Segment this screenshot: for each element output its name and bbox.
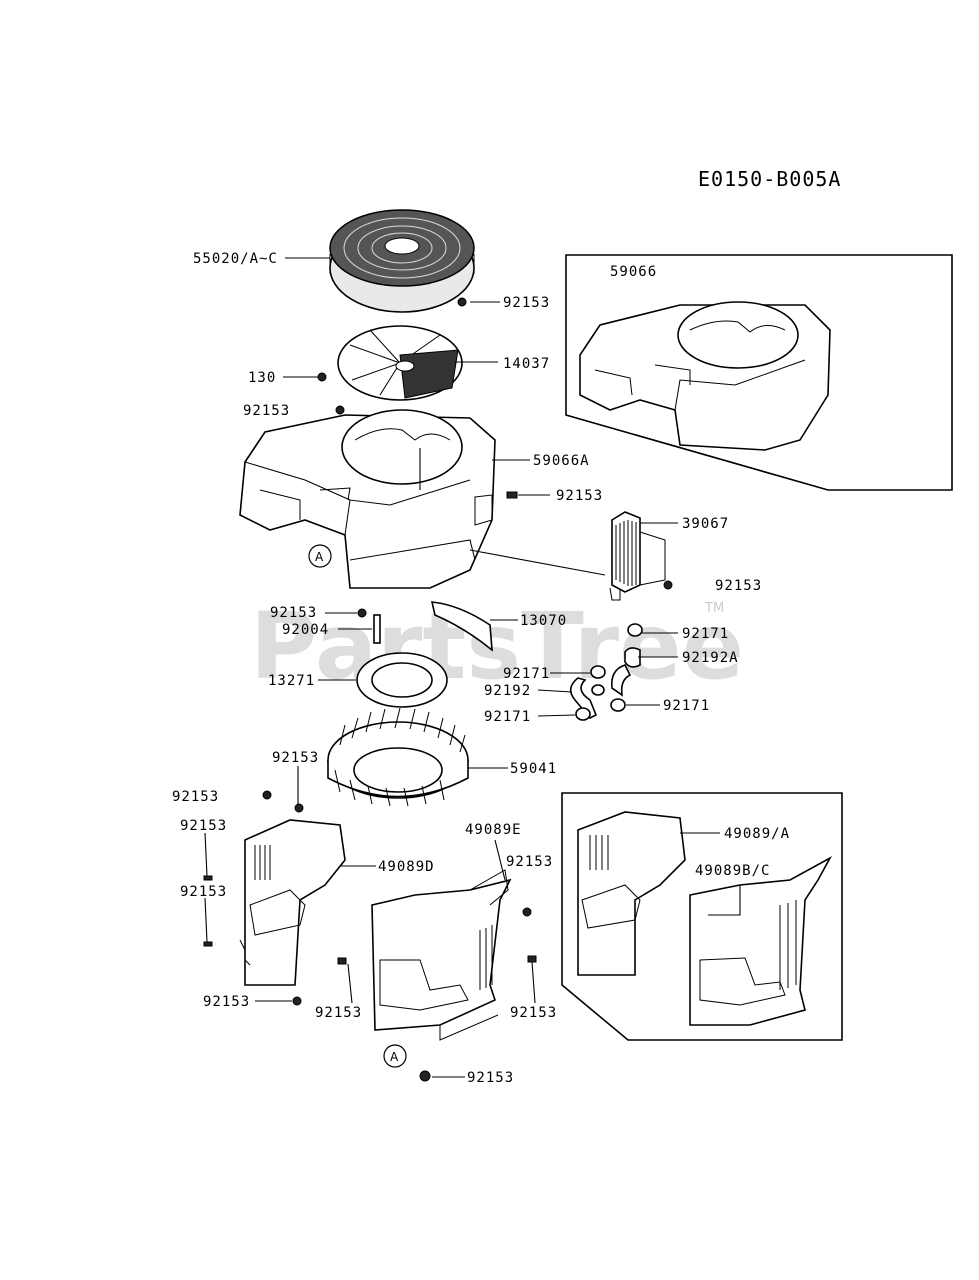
plate-13271 bbox=[356, 652, 448, 708]
ref-a-upper: A bbox=[308, 544, 332, 568]
label-92153-n: 92153 bbox=[467, 1070, 514, 1086]
label-92004: 92004 bbox=[282, 622, 329, 638]
label-92153-l: 92153 bbox=[315, 1005, 362, 1021]
label-92153-k: 92153 bbox=[203, 994, 250, 1010]
leader-lines bbox=[204, 257, 741, 1078]
label-92153-j: 92153 bbox=[180, 884, 227, 900]
label-39067: 39067 bbox=[682, 516, 729, 532]
label-92171-a: 92171 bbox=[682, 626, 729, 642]
rotating-screen-55020 bbox=[329, 209, 475, 313]
diagram-code: E0150-B005A bbox=[698, 167, 841, 191]
label-49089D: 49089D bbox=[378, 859, 435, 875]
label-92192A: 92192A bbox=[682, 650, 739, 666]
oil-cooler-39067 bbox=[609, 511, 666, 668]
label-13271: 13271 bbox=[268, 673, 315, 689]
svg-text:A: A bbox=[315, 550, 324, 564]
inset-59066 bbox=[565, 254, 953, 491]
ref-a-lower: A bbox=[383, 1044, 407, 1068]
label-13070: 13070 bbox=[520, 613, 567, 629]
label-14037: 14037 bbox=[503, 356, 550, 372]
label-49089E: 49089E bbox=[465, 822, 522, 838]
watermark-text: PartsTree bbox=[250, 593, 744, 700]
shroud-49089E bbox=[371, 869, 512, 1041]
watermark-tm: TM bbox=[704, 601, 724, 616]
screen-plate-14037 bbox=[337, 325, 463, 401]
label-92153-a: 92153 bbox=[503, 295, 550, 311]
label-92153-c: 92153 bbox=[556, 488, 603, 504]
baffle-13070 bbox=[430, 601, 493, 652]
blower-housing-59066A bbox=[239, 409, 496, 589]
label-130: 130 bbox=[248, 370, 276, 386]
stud-92004 bbox=[373, 614, 381, 644]
label-55020: 55020/A~C bbox=[193, 251, 278, 267]
label-92171-b: 92171 bbox=[503, 666, 550, 682]
label-92153-d: 92153 bbox=[715, 578, 762, 594]
bolts bbox=[203, 297, 673, 1082]
oil-hoses bbox=[569, 664, 632, 721]
fan-59041 bbox=[327, 707, 469, 807]
inset-49089 bbox=[561, 792, 843, 1041]
label-92153-e: 92153 bbox=[270, 605, 317, 621]
label-92153-m: 92153 bbox=[510, 1005, 557, 1021]
label-92153-i: 92153 bbox=[506, 854, 553, 870]
label-92171-d: 92171 bbox=[663, 698, 710, 714]
label-92153-h: 92153 bbox=[180, 818, 227, 834]
svg-text:A: A bbox=[390, 1050, 399, 1064]
label-inset-49089A: 49089/A bbox=[724, 826, 790, 842]
label-92153-b: 92153 bbox=[243, 403, 290, 419]
shroud-49089D bbox=[239, 819, 346, 986]
label-59066A: 59066A bbox=[533, 453, 590, 469]
label-inset-49089BC: 49089B/C bbox=[695, 863, 770, 879]
label-92192: 92192 bbox=[484, 683, 531, 699]
label-92171-c: 92171 bbox=[484, 709, 531, 725]
label-inset-59066: 59066 bbox=[610, 264, 657, 280]
label-92153-g: 92153 bbox=[172, 789, 219, 805]
label-59041: 59041 bbox=[510, 761, 557, 777]
part-labels: 55020/A~C 92153 14037 130 92153 59066A 9… bbox=[172, 251, 790, 1086]
label-92153-f: 92153 bbox=[272, 750, 319, 766]
